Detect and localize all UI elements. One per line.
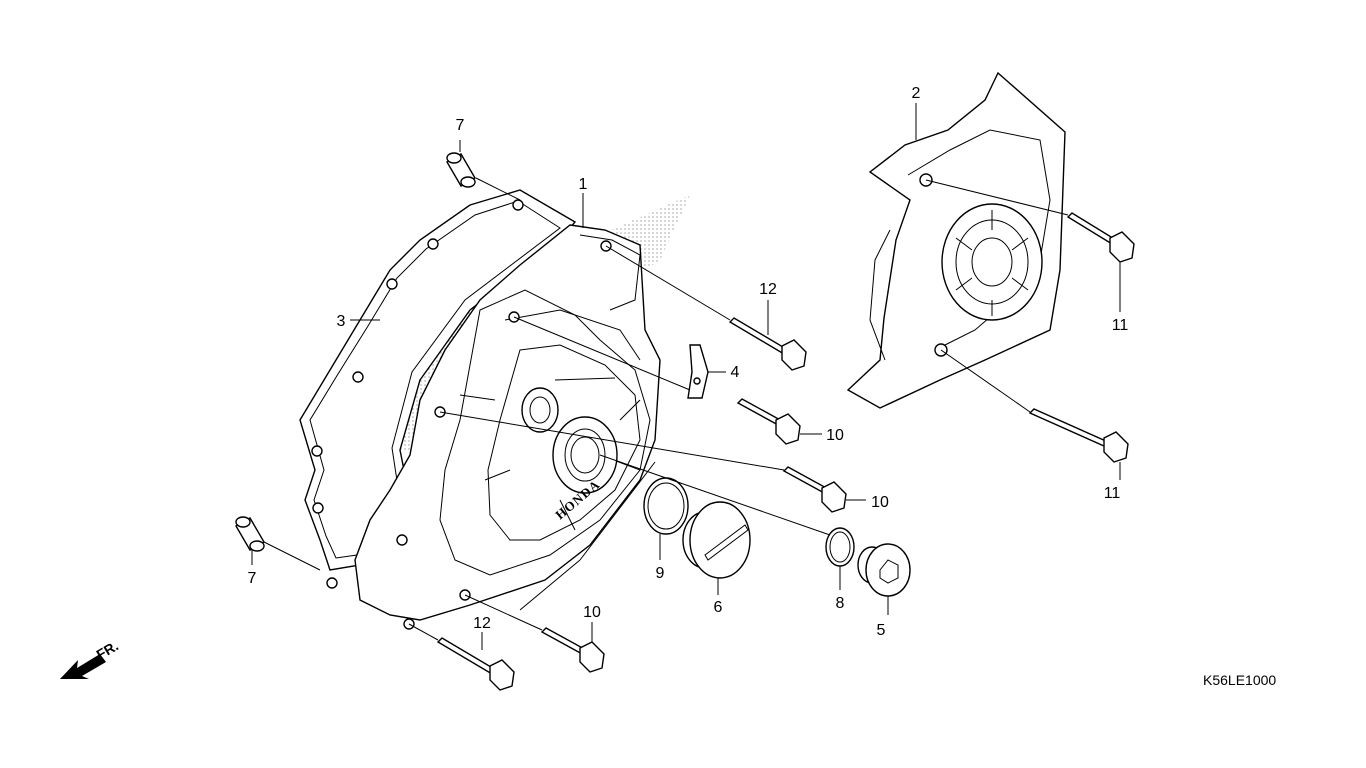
callout-7-lower: 7 (248, 570, 257, 587)
clip (687, 344, 709, 399)
left-crankcase-cover: HONDA (354, 224, 661, 630)
dowel-pin-lower (235, 516, 265, 552)
bolt-10-middle (782, 466, 847, 513)
figure-code: K56LE1000 (1203, 672, 1276, 688)
bolt-12-lower (436, 637, 515, 691)
callout-8: 8 (836, 595, 845, 612)
callout-labels: 1 2 3 4 5 6 7 7 8 9 10 10 10 11 11 12 12 (248, 85, 1129, 639)
gasket (299, 189, 577, 589)
bolt-12-upper (728, 317, 807, 371)
callout-6: 6 (714, 599, 723, 616)
plug-5 (857, 543, 911, 597)
bolt-11-upper (1066, 212, 1135, 263)
bolt-10-lower (540, 627, 605, 673)
callout-12-lower: 12 (473, 615, 491, 632)
callout-5: 5 (877, 622, 886, 639)
callout-10-lower: 10 (583, 604, 601, 621)
dowel-pin-upper (446, 152, 476, 188)
callout-11-lower: 11 (1104, 485, 1121, 502)
bolt-10-upper (736, 398, 801, 445)
callout-2: 2 (912, 85, 921, 102)
sprocket-cover (846, 71, 1066, 409)
callout-10-middle: 10 (871, 494, 889, 511)
plug-6 (682, 501, 751, 579)
front-direction-arrow: FR. (60, 637, 121, 679)
leader-lines (251, 103, 1121, 650)
callout-12-upper: 12 (759, 281, 777, 298)
callout-9: 9 (656, 565, 665, 582)
bolt-11-lower (1028, 408, 1129, 463)
callout-11-upper: 11 (1112, 317, 1129, 334)
callout-3: 3 (337, 313, 346, 330)
callout-1: 1 (579, 176, 588, 193)
o-ring-9 (643, 477, 689, 535)
o-ring-8 (825, 527, 855, 567)
callout-10-upper: 10 (826, 427, 844, 444)
callout-7-upper: 7 (456, 117, 465, 134)
callout-4: 4 (731, 364, 740, 381)
